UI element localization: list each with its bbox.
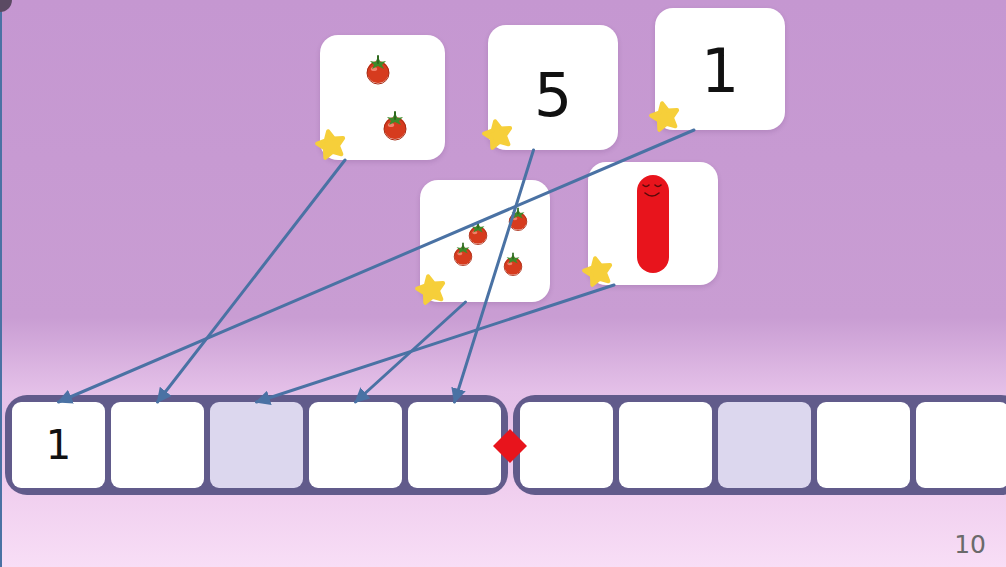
numeral-text: 1 [46, 425, 71, 465]
tomato-picture [367, 56, 406, 140]
numeral-text: 5 [534, 65, 572, 125]
star-badge [315, 101, 680, 304]
matching-arrow [455, 150, 534, 402]
marker-diamond [493, 429, 527, 463]
matching-arrow [257, 285, 615, 402]
number-line-cell [619, 402, 712, 488]
number-line-cell [916, 402, 1006, 488]
matching-arrow [59, 130, 695, 402]
number-line-cell: 1 [12, 402, 105, 488]
number-line-cell [817, 402, 910, 488]
number-line-cell [718, 402, 811, 488]
number-line-cell [111, 402, 204, 488]
matching-arrow [356, 302, 466, 402]
number-line-cell [210, 402, 303, 488]
page-number: 10 [954, 532, 986, 557]
number-line-group [513, 395, 1006, 495]
number-line-group: 1 [5, 395, 508, 495]
tomato-picture [454, 208, 527, 275]
frame-edge [0, 0, 12, 567]
number-rod-figure [637, 175, 669, 273]
numeral-text: 1 [701, 41, 739, 101]
number-line-cell [309, 402, 402, 488]
number-line-cell [408, 402, 501, 488]
number-line-cell [520, 402, 613, 488]
matching-arrow [158, 160, 346, 402]
